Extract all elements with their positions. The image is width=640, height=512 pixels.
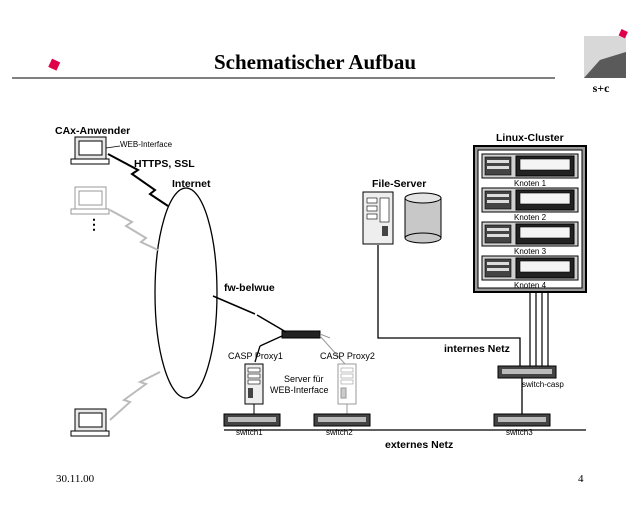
cluster-nodes: Knoten 1 Knoten 2 Knoten 3 Knoten 4 [481, 153, 579, 290]
internal-network-label: internes Netz [444, 343, 510, 355]
proxy2-label: CASP Proxy2 [320, 351, 375, 361]
switch3-icon [493, 413, 551, 427]
lightning-link-2 [109, 209, 159, 251]
switch2-label: switch2 [326, 428, 353, 437]
proxy2-server-icon [337, 363, 357, 405]
internal-network-line [377, 245, 521, 366]
cluster-node-1: Knoten 1 [481, 153, 579, 188]
fw-link [212, 295, 256, 315]
https-ssl-label: HTTPS, SSL [134, 158, 195, 170]
internet-cloud [154, 187, 218, 399]
logo-text: s+c [592, 81, 610, 95]
more-users-dots: ⋮ [87, 216, 101, 232]
server-for-label-2: WEB-Interface [270, 385, 329, 395]
cluster-node-4: Knoten 4 [481, 255, 579, 290]
cluster-node-label: Knoten 1 [514, 179, 547, 188]
linux-cluster-label: Linux-Cluster [496, 132, 564, 144]
switch2-icon [313, 413, 371, 427]
cluster-node-2: Knoten 2 [481, 187, 579, 222]
footer-page-number: 4 [578, 473, 584, 485]
firewall-label: fw-belwue [224, 282, 275, 294]
footer-date: 30.11.00 [56, 473, 95, 485]
logo [584, 29, 628, 78]
file-server-label: File-Server [372, 178, 427, 190]
web-interface-label: WEB-Interface [120, 140, 173, 149]
cluster-node-3: Knoten 3 [481, 221, 579, 256]
file-server-icon [362, 191, 394, 245]
switch1-label: switch1 [236, 428, 263, 437]
switch-casp-icon [497, 365, 557, 379]
firewall-icon [281, 330, 321, 339]
server-for-label: Server für [284, 374, 324, 384]
page-title: Schematischer Aufbau [213, 50, 417, 74]
proxy1-server-icon [244, 363, 264, 405]
lightning-link-1 [107, 153, 169, 207]
switch1-icon [223, 413, 281, 427]
switch3-label: switch3 [506, 428, 533, 437]
cluster-node-label: Knoten 2 [514, 213, 547, 222]
cax-user-label: CAx-Anwender [55, 125, 131, 137]
title-bullet-icon [48, 58, 61, 71]
proxy1-label: CASP Proxy1 [228, 351, 283, 361]
external-network-label: externes Netz [385, 439, 454, 451]
workstation-2-icon [70, 186, 110, 215]
cluster-node-label: Knoten 4 [514, 281, 547, 290]
cluster-node-label: Knoten 3 [514, 247, 547, 256]
internet-label: Internet [172, 178, 211, 190]
workstation-3-icon [70, 408, 110, 437]
lightning-link-3 [109, 371, 161, 421]
storage-disk-icon [404, 192, 442, 244]
workstation-cax-icon [70, 136, 121, 165]
switch-casp-label: switch-casp [522, 380, 564, 389]
